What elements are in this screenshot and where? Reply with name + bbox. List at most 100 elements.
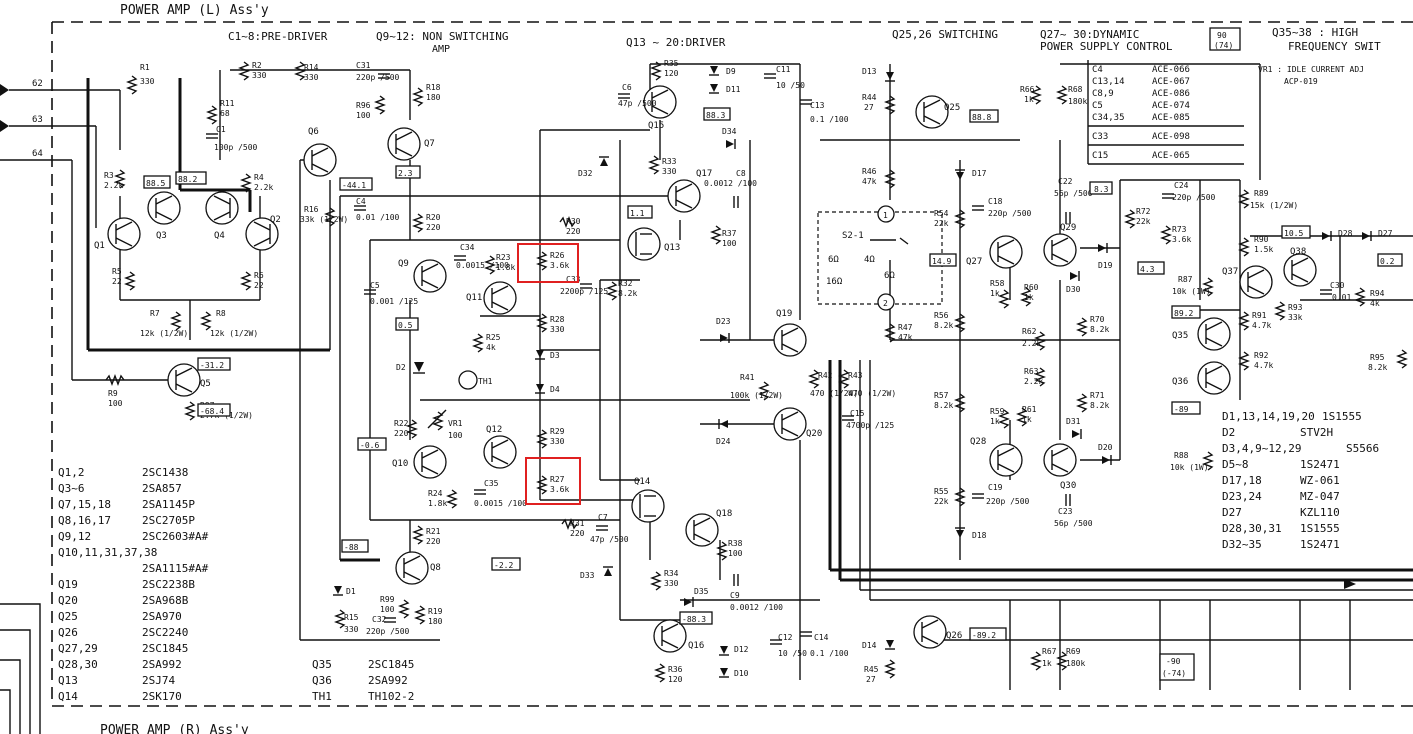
- diode-d34: D34: [722, 127, 737, 149]
- svg-text:R4: R4: [254, 173, 264, 182]
- transistor-q2: Q2: [245, 215, 281, 251]
- transistor-q9: Q9: [398, 259, 447, 293]
- svg-text:R36: R36: [668, 665, 683, 674]
- connector-63: 63: [0, 115, 52, 132]
- svg-text:Q14: Q14: [634, 477, 650, 487]
- svg-text:470 (1/2W): 470 (1/2W): [848, 389, 896, 398]
- svg-text:C4: C4: [1092, 65, 1103, 75]
- transistor-q36: Q36: [1172, 361, 1231, 395]
- svg-text:D17,18: D17,18: [1222, 474, 1262, 487]
- switch-s2-1: 1 2 S2-1 6Ω 4Ω 16Ω 6Ω: [817, 205, 943, 311]
- svg-text:120: 120: [668, 675, 683, 684]
- svg-text:R94: R94: [1370, 289, 1385, 298]
- svg-text:D10: D10: [734, 669, 749, 678]
- svg-text:Q1: Q1: [94, 241, 105, 251]
- svg-text:220p /500: 220p /500: [366, 627, 410, 636]
- capacitor-c8: C80.0012 /100: [704, 169, 757, 208]
- transistor-q37: Q37: [1222, 265, 1273, 299]
- svg-text:ACP-019: ACP-019: [1284, 77, 1318, 86]
- svg-text:2SC1845: 2SC1845: [368, 658, 414, 671]
- transistor-q35: Q35: [1172, 317, 1231, 351]
- svg-text:-89: -89: [1174, 405, 1189, 414]
- svg-text:R55: R55: [934, 487, 949, 496]
- svg-text:4k: 4k: [486, 343, 496, 352]
- svg-text:1k: 1k: [990, 289, 1000, 298]
- svg-text:C34,35: C34,35: [1092, 113, 1125, 123]
- voltage-box: -88.3: [679, 611, 713, 625]
- diode-d1: D1: [333, 586, 356, 596]
- svg-text:0.001 /125: 0.001 /125: [370, 297, 418, 306]
- svg-text:1k: 1k: [1024, 293, 1034, 302]
- svg-text:470 (1/2W): 470 (1/2W): [810, 389, 858, 398]
- svg-text:C1: C1: [216, 125, 226, 134]
- svg-text:4.7k: 4.7k: [1252, 321, 1271, 330]
- svg-text:Q7,15,18: Q7,15,18: [58, 498, 111, 511]
- transistor-q6: Q6: [303, 127, 337, 177]
- transistor-q5: Q5: [167, 363, 211, 397]
- transistor-q4: Q4: [205, 191, 239, 241]
- diode-d14: D14: [862, 640, 895, 650]
- svg-text:R61: R61: [1022, 405, 1037, 414]
- section-dynamic: Q27~ 30:DYNAMIC: [1040, 28, 1139, 41]
- svg-text:D33: D33: [580, 571, 595, 580]
- transistor-q12: Q12: [483, 425, 517, 469]
- svg-text:R5: R5: [112, 267, 122, 276]
- capacitor-c9: C90.0012 /100: [730, 574, 783, 612]
- svg-text:D20: D20: [1098, 443, 1113, 452]
- diode-d19: D19: [1098, 243, 1113, 270]
- svg-text:Q37: Q37: [1222, 267, 1238, 277]
- svg-text:D30: D30: [1066, 285, 1081, 294]
- svg-text:22k: 22k: [1136, 217, 1151, 226]
- svg-text:R2: R2: [252, 61, 262, 70]
- svg-text:10k (1W): 10k (1W): [1170, 463, 1209, 472]
- svg-text:Q26: Q26: [946, 631, 962, 641]
- svg-text:R27: R27: [550, 475, 565, 484]
- svg-text:3.6k: 3.6k: [550, 485, 569, 494]
- svg-text:1.1: 1.1: [630, 209, 645, 218]
- svg-text:TH1: TH1: [312, 690, 332, 703]
- svg-text:Q10: Q10: [392, 459, 408, 469]
- svg-text:R56: R56: [934, 311, 949, 320]
- svg-text:Q35: Q35: [1172, 331, 1188, 341]
- svg-text:R43: R43: [848, 371, 863, 380]
- svg-text:ACE-085: ACE-085: [1152, 113, 1190, 123]
- svg-text:R91: R91: [1252, 311, 1267, 320]
- svg-text:C7: C7: [598, 513, 608, 522]
- resistor-r3: R32.2k: [104, 169, 126, 190]
- transistor-q1: Q1: [94, 217, 141, 251]
- svg-text:C4: C4: [356, 197, 366, 206]
- svg-text:180k: 180k: [1068, 97, 1087, 106]
- svg-text:R11: R11: [220, 99, 235, 108]
- svg-text:8.2k: 8.2k: [618, 289, 637, 298]
- svg-text:Q9,12: Q9,12: [58, 530, 91, 543]
- svg-text:4Ω: 4Ω: [864, 255, 875, 265]
- svg-text:C33: C33: [566, 275, 581, 284]
- svg-text:10k (1W): 10k (1W): [1172, 287, 1211, 296]
- svg-text:0.0015 /100: 0.0015 /100: [474, 499, 527, 508]
- svg-text:Q7: Q7: [424, 139, 435, 149]
- section-freq: FREQUENCY SWIT: [1288, 40, 1381, 53]
- svg-text:22: 22: [112, 277, 122, 286]
- voltage-box: 0.5: [395, 317, 419, 331]
- svg-text:-89.2: -89.2: [972, 631, 996, 640]
